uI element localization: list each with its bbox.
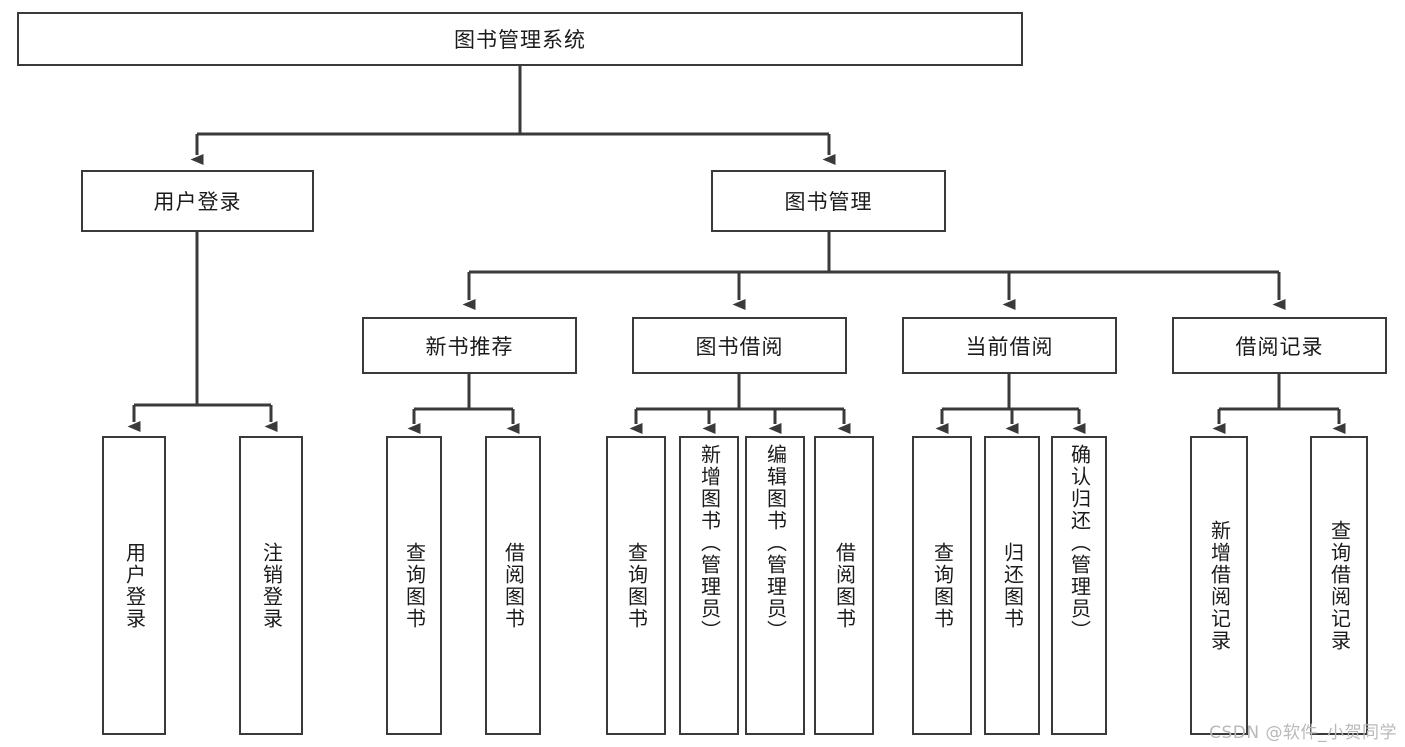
leaf-query-borrow-record[interactable]: 查询借阅记录 [1310, 436, 1368, 735]
leaf-confirm-return-admin-label: 确认归还（管理员） [1067, 444, 1092, 642]
leaf-query-book-current[interactable]: 查询图书 [912, 436, 972, 735]
leaf-add-borrow-record[interactable]: 新增借阅记录 [1190, 436, 1248, 735]
node-current-borrow-label: 当前借阅 [965, 334, 1054, 359]
leaf-logout[interactable]: 注销登录 [239, 436, 303, 735]
node-borrow-record-label: 借阅记录 [1235, 334, 1324, 359]
leaf-query-book-recommend-label: 查询图书 [402, 541, 427, 630]
watermark: CSDN @软件_小贺同学 [1209, 723, 1397, 743]
leaf-return-book[interactable]: 归还图书 [984, 436, 1040, 735]
node-new-book-recommend-label: 新书推荐 [425, 334, 514, 359]
leaf-query-book-recommend[interactable]: 查询图书 [386, 436, 442, 735]
leaf-confirm-return-admin[interactable]: 确认归还（管理员） [1051, 436, 1107, 735]
leaf-add-borrow-record-label: 新增借阅记录 [1207, 519, 1232, 652]
leaf-edit-book-admin-label: 编辑图书（管理员） [763, 444, 788, 642]
leaf-borrow-book-recommend[interactable]: 借阅图书 [485, 436, 541, 735]
leaf-return-book-label: 归还图书 [1000, 541, 1025, 630]
node-user-login[interactable]: 用户登录 [81, 170, 314, 232]
node-book-management[interactable]: 图书管理 [711, 170, 946, 232]
leaf-borrow-book-recommend-label: 借阅图书 [501, 541, 526, 630]
node-book-borrow[interactable]: 图书借阅 [632, 317, 847, 374]
leaf-add-book-admin-label: 新增图书（管理员） [697, 444, 722, 642]
leaf-add-book-admin[interactable]: 新增图书（管理员） [679, 436, 739, 735]
node-borrow-record[interactable]: 借阅记录 [1172, 317, 1387, 374]
node-root[interactable]: 图书管理系统 [17, 12, 1023, 66]
leaf-user-login[interactable]: 用户登录 [102, 436, 166, 735]
node-current-borrow[interactable]: 当前借阅 [902, 317, 1117, 374]
leaf-query-book-current-label: 查询图书 [930, 541, 955, 630]
leaf-logout-label: 注销登录 [259, 541, 284, 630]
leaf-query-borrow-record-label: 查询借阅记录 [1327, 519, 1352, 652]
leaf-borrow-book[interactable]: 借阅图书 [814, 436, 874, 735]
leaf-borrow-book-label: 借阅图书 [832, 541, 857, 630]
node-book-borrow-label: 图书借阅 [695, 334, 784, 359]
node-root-label: 图书管理系统 [454, 28, 586, 52]
node-user-login-label: 用户登录 [153, 190, 242, 214]
leaf-query-book-borrow-label: 查询图书 [624, 541, 649, 630]
node-book-management-label: 图书管理 [784, 190, 873, 214]
leaf-query-book-borrow[interactable]: 查询图书 [606, 436, 666, 735]
leaf-user-login-label: 用户登录 [122, 541, 147, 630]
leaf-edit-book-admin[interactable]: 编辑图书（管理员） [745, 436, 805, 735]
node-new-book-recommend[interactable]: 新书推荐 [362, 317, 577, 374]
